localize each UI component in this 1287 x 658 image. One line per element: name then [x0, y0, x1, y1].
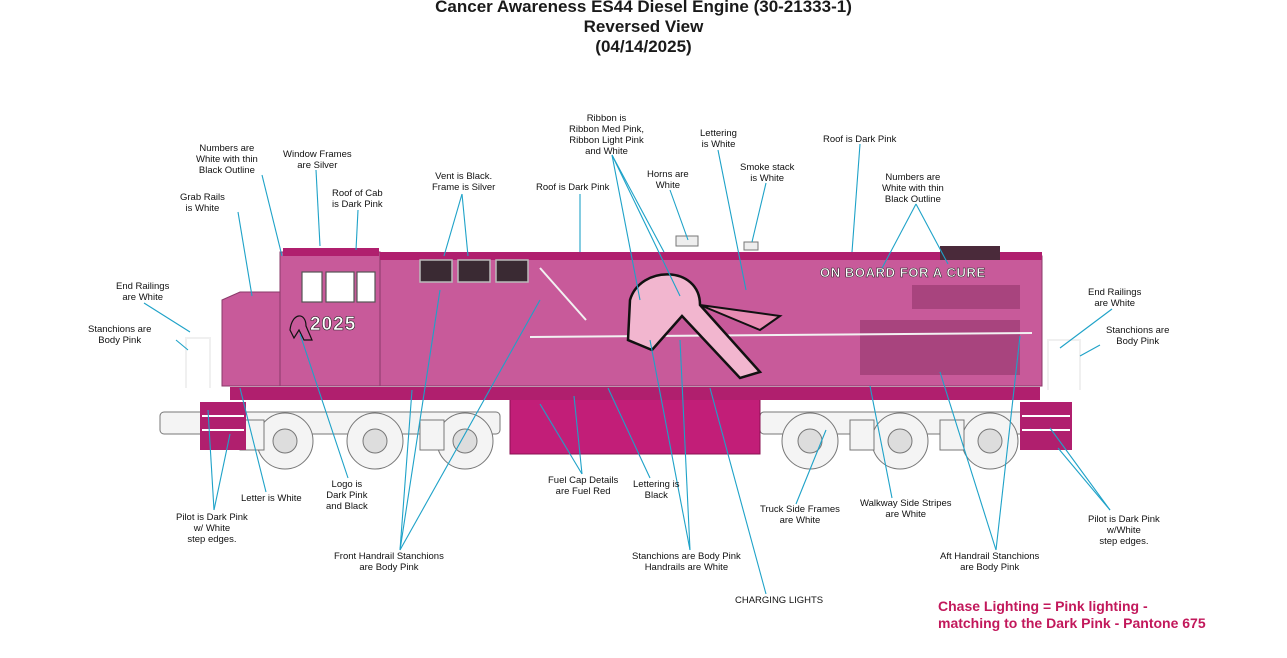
pilot-left	[200, 402, 246, 450]
annotation-grab-rails: Grab Rails is White	[180, 192, 225, 214]
annotation-stanchions-right: Stanchions are Body Pink	[1106, 325, 1170, 347]
annotation-logo: Logo is Dark Pink and Black	[326, 479, 368, 512]
title-line-3: (04/14/2025)	[595, 37, 692, 56]
title-line-1: Cancer Awareness ES44 Diesel Engine (30-…	[435, 0, 852, 16]
annotation-smoke-stack: Smoke stack is White	[740, 162, 795, 184]
annotation-front-handrail: Front Handrail Stanchions are Body Pink	[334, 551, 444, 573]
smoke-stack	[743, 241, 759, 251]
annotation-end-railings-right: End Railings are White	[1088, 287, 1142, 309]
annotation-pilot-left: Pilot is Dark Pink w/ White step edges.	[176, 512, 248, 545]
annotation-ribbon: Ribbon is Ribbon Med Pink, Ribbon Light …	[569, 113, 644, 157]
annotation-roof-of-cab: Roof of Cab is Dark Pink	[332, 188, 383, 210]
annotation-numbers-right: Numbers are White with thin Black Outlin…	[882, 172, 944, 205]
cab-windows	[301, 271, 376, 303]
radiator-grilles	[860, 285, 1020, 375]
small-ribbon-logo	[289, 315, 313, 341]
annotation-stanchions-left: Stanchions are Body Pink	[88, 324, 152, 346]
annotation-walkway: Walkway Side Stripes are White	[860, 498, 952, 520]
annotation-horns: Horns are White	[647, 169, 689, 191]
leader-lines	[143, 143, 1113, 595]
annotation-aft-handrail: Aft Handrail Stanchions are Body Pink	[940, 551, 1040, 573]
annotation-charging-lights: CHARGING LIGHTS	[735, 595, 824, 606]
title-line-2: Reversed View	[583, 17, 704, 36]
annotation-vent: Vent is Black. Frame is Silver	[432, 171, 496, 193]
end-railings	[185, 337, 1081, 390]
chase-lighting-note: Chase Lighting = Pink lighting - matchin…	[938, 598, 1206, 632]
annotation-letter-white: Letter is White	[241, 493, 302, 504]
cab-roof	[283, 248, 379, 256]
cab-nose	[221, 291, 281, 387]
chase-lighting-line-1: Chase Lighting = Pink lighting -	[938, 598, 1148, 614]
truck-rear	[759, 411, 1071, 470]
annotation-roof-right: Roof is Dark Pink	[823, 134, 897, 145]
radiator-roof	[940, 246, 1000, 260]
chase-lighting-line-2: matching to the Dark Pink - Pantone 675	[938, 615, 1206, 631]
annotation-truck-side: Truck Side Frames are White	[760, 504, 840, 526]
annotation-numbers-left: Numbers are White with thin Black Outlin…	[196, 143, 258, 176]
annotation-stanchions-mid: Stanchions are Body Pink Handrails are W…	[632, 551, 741, 573]
annotation-roof-mid: Roof is Dark Pink	[536, 182, 610, 193]
annotation-window-frames: Window Frames are Silver	[283, 149, 352, 171]
locomotive-number: 2025	[310, 314, 357, 336]
ribbon-logo	[626, 273, 783, 380]
underframe	[230, 386, 1040, 400]
annotation-lettering-black: Lettering is Black	[633, 479, 680, 501]
locomotive-slogan: ON BOARD FOR A CURE	[820, 265, 986, 281]
hood-roof	[380, 252, 1042, 260]
pilot-right	[1020, 402, 1072, 450]
annotation-lettering-top: Lettering is White	[700, 128, 737, 150]
annotation-end-railings-left: End Railings are White	[116, 281, 170, 303]
vent-group	[419, 259, 529, 283]
annotation-fuel-cap: Fuel Cap Details are Fuel Red	[548, 475, 619, 497]
annotation-pilot-right: Pilot is Dark Pink w/White step edges.	[1088, 514, 1160, 547]
handrail	[529, 332, 1033, 338]
